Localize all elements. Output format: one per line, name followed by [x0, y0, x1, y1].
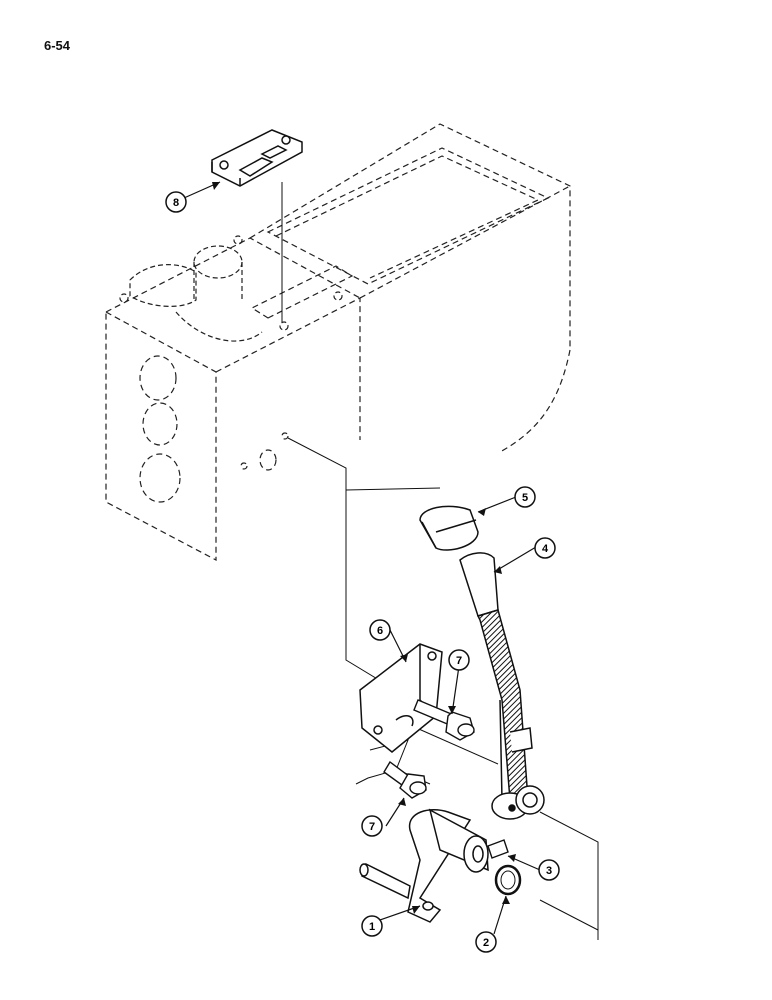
callout-1: 1	[361, 915, 383, 937]
cover-plate-part	[211, 129, 303, 187]
roll-pin-part	[487, 839, 509, 859]
bolt-upper-part	[413, 699, 475, 741]
callout-3-label: 3	[546, 865, 552, 877]
shaft-arm-part	[359, 808, 489, 923]
callout-4: 4	[534, 537, 556, 559]
callout-6-label: 6	[377, 625, 383, 637]
housing-top-boss	[119, 235, 343, 342]
shift-lever-part	[459, 552, 545, 820]
callout-7-lower-label: 7	[369, 821, 375, 833]
callout-1-label: 1	[369, 921, 375, 933]
bracket-part	[359, 643, 443, 753]
callout-2-label: 2	[483, 937, 489, 949]
bolt-lower-part	[383, 760, 427, 799]
callout-8: 8	[165, 191, 187, 213]
callout-3: 3	[538, 859, 560, 881]
callout-7-upper: 7	[448, 649, 470, 671]
transmission-housing-outline	[105, 123, 571, 561]
callout-5: 5	[514, 486, 536, 508]
callout-6: 6	[369, 619, 391, 641]
callout-5-label: 5	[522, 492, 528, 504]
callout-2: 2	[475, 931, 497, 953]
callout-arrowheads	[212, 182, 516, 914]
retaining-ring-part	[494, 864, 522, 896]
callout-7-lower: 7	[361, 815, 383, 837]
page-number: 6-54	[44, 38, 71, 53]
lever-knob-part	[419, 505, 479, 551]
callout-8-label: 8	[173, 197, 179, 209]
callout-7-upper-label: 7	[456, 655, 462, 667]
callout-4-label: 4	[542, 543, 549, 555]
